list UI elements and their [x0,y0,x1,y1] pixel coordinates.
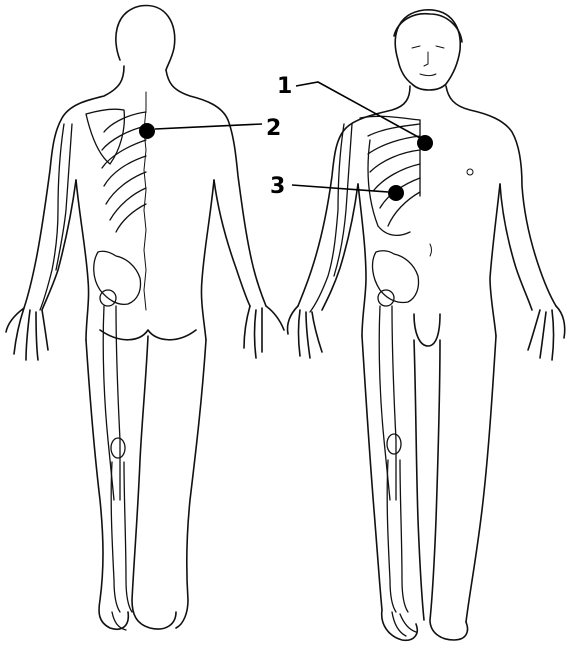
marker-label-2: 2 [266,116,281,141]
marker-3: 3 [270,174,404,201]
marker-label-3: 3 [270,174,285,199]
marker-label-1: 1 [277,74,292,99]
leader-line-3 [292,185,388,192]
leader-line-2 [155,124,262,129]
trigger-point-2 [139,123,155,139]
marker-2: 2 [139,116,281,141]
leader-line-1 [296,82,420,138]
trigger-point-3 [388,185,404,201]
anterior-figure [287,10,564,640]
posterior-figure [6,6,284,630]
